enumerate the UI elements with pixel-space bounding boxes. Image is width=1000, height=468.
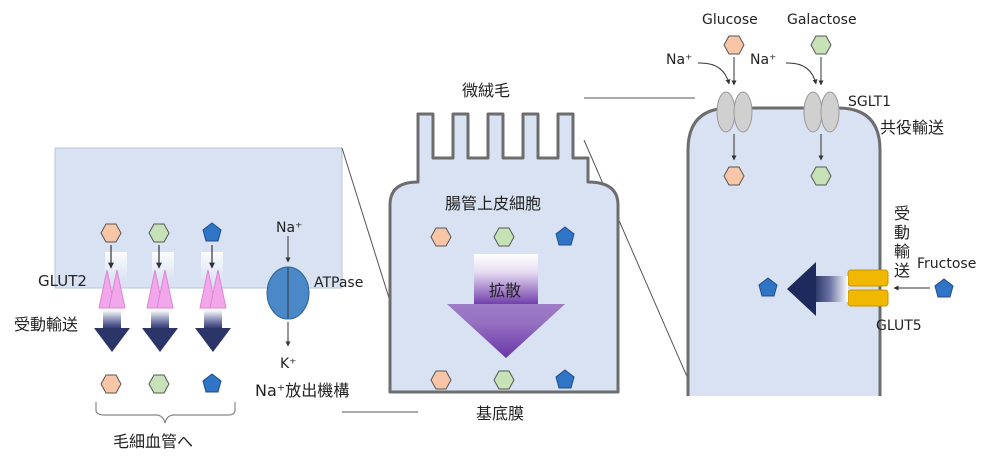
svg-text:輸: 輸 — [894, 242, 910, 261]
atpase-k-label: K⁺ — [280, 356, 297, 372]
glut2-label: GLUT2 — [38, 272, 87, 290]
fructose-label: Fructose — [917, 256, 976, 272]
fructose-molecule-inside — [758, 277, 778, 297]
svg-text:受: 受 — [894, 204, 910, 223]
basolateral-cell-region — [54, 147, 343, 289]
cotransport-label: 共役輸送 — [880, 118, 944, 137]
passive-transport-label-vertical: 受 動 輸 送 — [894, 204, 910, 280]
galactose-label: Galactose — [787, 12, 857, 28]
atpase-na-label: Na⁺ — [276, 220, 302, 236]
glucose-molecule-mid-bottom — [430, 370, 452, 390]
glut2-transporter-fructose — [195, 222, 231, 393]
galactose-molecule-outside — [810, 35, 832, 55]
galactose-molecule-mid-top — [493, 227, 515, 247]
glut2-transporter-galactose — [142, 223, 178, 394]
galactose-molecule-mid-bottom — [493, 370, 515, 390]
fructose-molecule-bottom-left — [202, 373, 222, 393]
to-capillary-label: 毛細血管へ — [113, 432, 193, 451]
diffusion-arrow — [447, 254, 565, 358]
microvilli-label: 微絨毛 — [462, 81, 510, 100]
basement-membrane-label: 基底膜 — [476, 404, 524, 423]
glucose-molecule-top-left — [100, 223, 122, 243]
svg-text:動: 動 — [894, 223, 910, 242]
fructose-molecule-outside — [934, 278, 954, 298]
glucose-molecule-outside — [723, 35, 745, 55]
diffusion-label: 拡散 — [489, 281, 521, 300]
atpase-pump — [266, 236, 310, 347]
na-label-glucose: Na⁺ — [666, 52, 692, 68]
galactose-molecule-bottom-left — [148, 374, 170, 394]
glucose-molecule-mid-top — [430, 227, 452, 247]
apical-cell-region — [686, 106, 882, 402]
na-export-label: Na⁺放出機構 — [255, 381, 349, 400]
atpase-label: ATPase — [314, 275, 363, 291]
capillary-brace — [95, 402, 236, 424]
fructose-molecule-mid-top — [555, 226, 575, 246]
svg-text:送: 送 — [894, 261, 910, 280]
na-label-galactose: Na⁺ — [750, 52, 776, 68]
passive-transport-label-left: 受動輸送 — [14, 315, 78, 334]
sglt1-transporter-glucose — [716, 91, 753, 133]
enterocyte-label: 腸管上皮細胞 — [445, 194, 541, 213]
sglt1-transporter-galactose — [803, 91, 840, 133]
galactose-molecule-top-left — [148, 223, 170, 243]
fructose-molecule-mid-bottom — [555, 369, 575, 389]
enterocyte-cell — [388, 112, 620, 394]
glut5-label: GLUT5 — [876, 318, 922, 334]
glucose-molecule-inside — [723, 166, 745, 186]
passive-transport-arrow-right — [787, 262, 848, 316]
sglt1-label: SGLT1 — [848, 94, 891, 110]
fructose-molecule-top-left — [202, 222, 222, 242]
galactose-molecule-inside — [810, 166, 832, 186]
glucose-label: Glucose — [702, 12, 758, 28]
glucose-molecule-bottom-left — [100, 374, 122, 394]
glut2-transporter-glucose — [94, 223, 130, 394]
